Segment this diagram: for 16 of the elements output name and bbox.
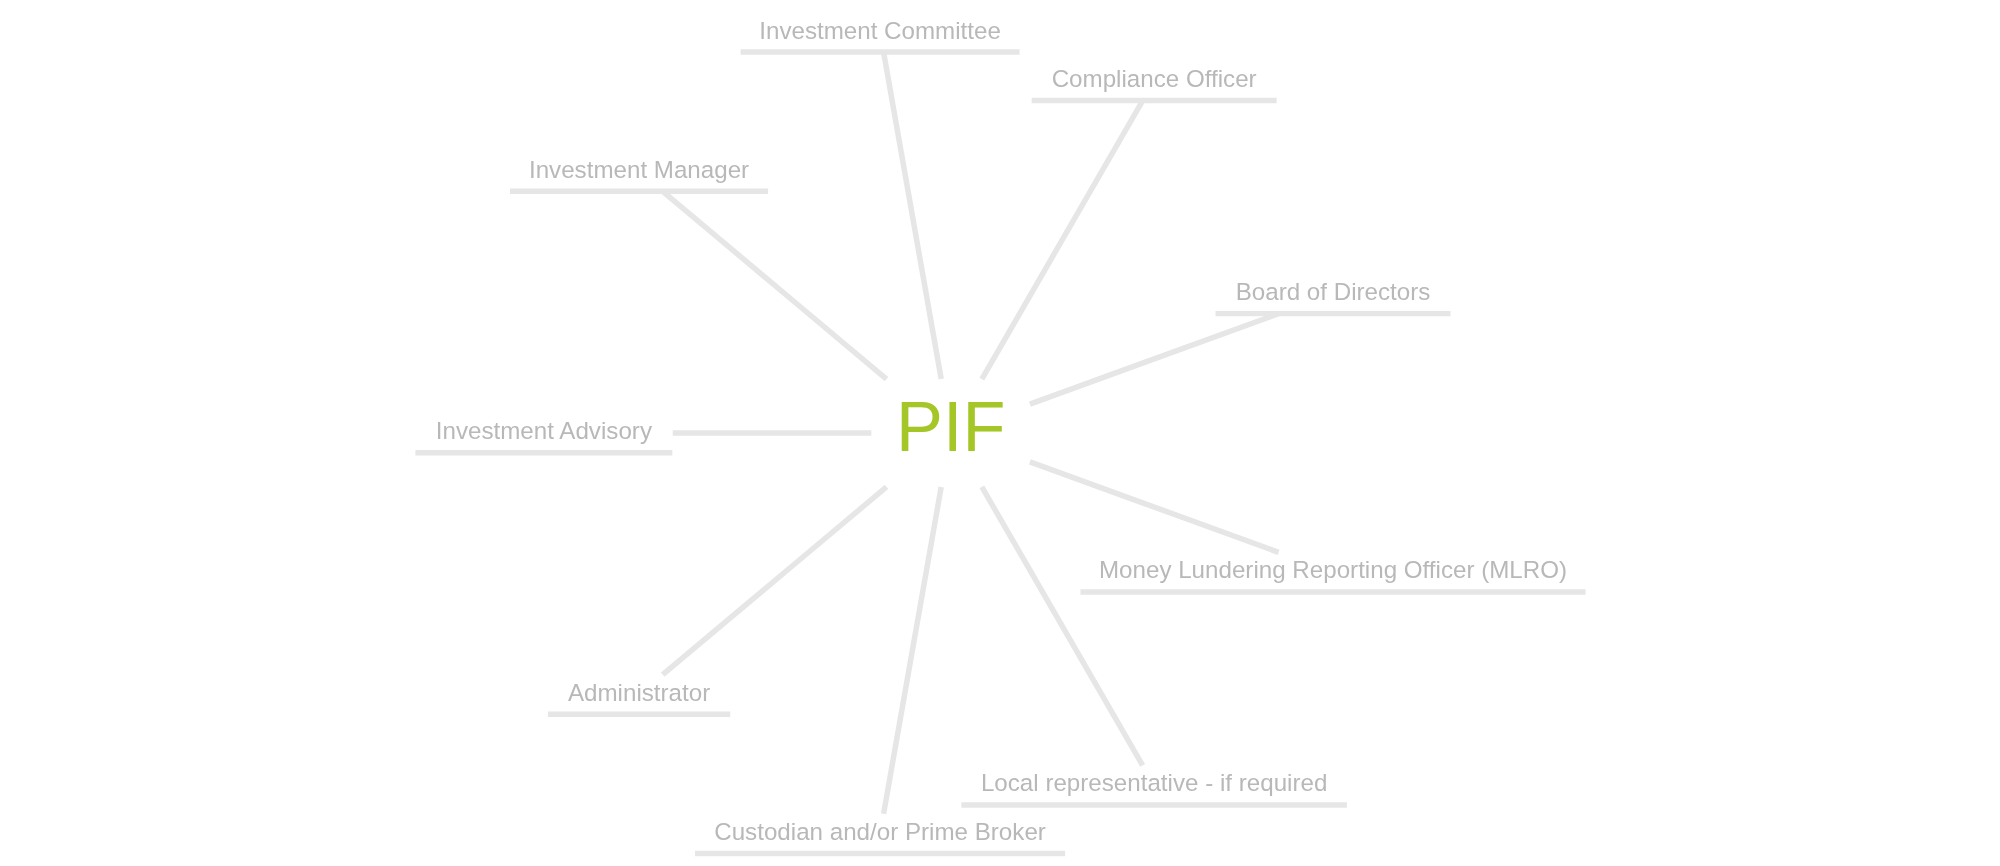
node-text: Compliance Officer — [1051, 64, 1257, 92]
node-text: PIF — [895, 386, 1005, 466]
connector — [880, 51, 944, 380]
node-text: Investment Manager — [528, 155, 749, 183]
node-text: Administrator — [567, 678, 710, 706]
connector — [880, 486, 944, 815]
node-text: Investment Advisory — [435, 417, 652, 445]
node-text: Local representative - if required — [980, 769, 1327, 797]
node-text: Board of Directors — [1235, 278, 1430, 305]
connector — [672, 430, 871, 436]
connector — [1028, 459, 1279, 555]
node-text: Custodian and/or Prime Broker — [713, 817, 1046, 845]
connector — [978, 485, 1145, 767]
connector — [660, 484, 888, 677]
node-text: Money Lundering Reporting Officer (MLRO) — [1098, 556, 1567, 584]
node-text: Investment Committee — [758, 16, 1001, 44]
